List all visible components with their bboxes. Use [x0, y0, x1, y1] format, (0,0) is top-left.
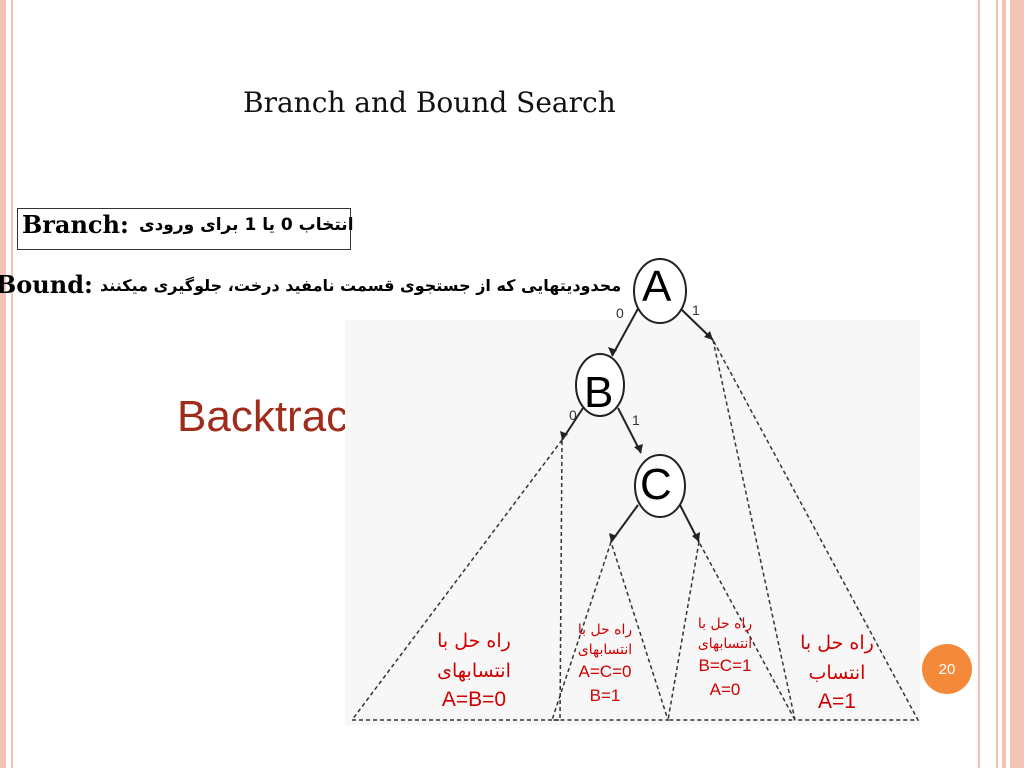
- tree-nodes: [575, 258, 687, 518]
- page-number-badge: 20: [922, 644, 972, 694]
- subtree-bc: [667, 539, 797, 721]
- leaf-bc1-assign1: B=C=1: [698, 656, 752, 675]
- slide-title: Branch and Bound Search: [243, 86, 616, 119]
- branch-definition-box: [17, 208, 351, 250]
- edge-arrowheads: [560, 331, 713, 542]
- leaf-label-a1: راه حل با انتساب A=1: [782, 628, 892, 716]
- bound-text: محدودیتهایی که از جستجوی قسمت نامفید درخ…: [100, 276, 622, 295]
- leaf-ab0-line2: انتسابهای: [437, 660, 511, 682]
- subtree-left: [350, 437, 563, 721]
- right-border-stripes: [974, 0, 1024, 768]
- leaf-a1-line1: راه حل با: [800, 632, 874, 654]
- edge-label-b-left: 0: [569, 407, 577, 423]
- subtree-ab: [550, 539, 670, 721]
- node-c: [634, 454, 686, 518]
- bound-label: Bound:: [0, 270, 93, 299]
- leaf-bc1-line1: راه حل با: [697, 616, 753, 632]
- leaf-ac0-assign1: A=C=0: [578, 662, 632, 681]
- node-a-label: A: [642, 262, 672, 311]
- edge-b-c: [617, 407, 642, 454]
- leaf-a1-assign: A=1: [818, 690, 856, 713]
- node-a: [633, 258, 687, 324]
- left-border-line: [11, 0, 13, 768]
- node-b: [575, 353, 625, 417]
- leaf-bc1-assign2: A=0: [709, 680, 741, 699]
- backtrack-label: Backtrack: [177, 392, 371, 441]
- leaf-label-ab0: راه حل با انتسابهای A=B=0: [418, 626, 530, 714]
- leaf-ab0-assign: A=B=0: [441, 688, 507, 711]
- leaf-bc1-line2: انتسابهای: [697, 636, 753, 652]
- leaf-ac0-assign2: B=1: [589, 686, 621, 705]
- leaf-ac0-line1: راه حل با: [577, 622, 633, 638]
- edge-a-b: [611, 304, 641, 357]
- leaf-label-bc1: راه حل با انتسابهای B=C=1 A=0: [678, 614, 772, 702]
- leaf-label-ac0: راه حل با انتسابهای A=C=0 B=1: [558, 620, 652, 708]
- leaf-ab0-line1: راه حل با: [437, 630, 511, 652]
- branch-label: Branch:: [22, 210, 129, 239]
- node-b-label: B: [584, 368, 614, 417]
- leaf-ac0-line2: انتسابهای: [577, 642, 633, 658]
- subtree-right: [712, 339, 920, 721]
- edge-label-a-left: 0: [616, 305, 624, 321]
- branch-text: انتخاب 0 یا 1 برای ورودی: [139, 215, 354, 235]
- node-c-label: C: [640, 460, 672, 509]
- edge-label-a-right: 1: [692, 302, 700, 318]
- edge-label-b-right: 1: [632, 412, 640, 428]
- leaf-a1-line2: انتساب: [808, 662, 866, 684]
- left-border-stripe: [0, 0, 6, 768]
- subtree-triangles: [350, 339, 920, 721]
- diagram-background: [345, 320, 920, 725]
